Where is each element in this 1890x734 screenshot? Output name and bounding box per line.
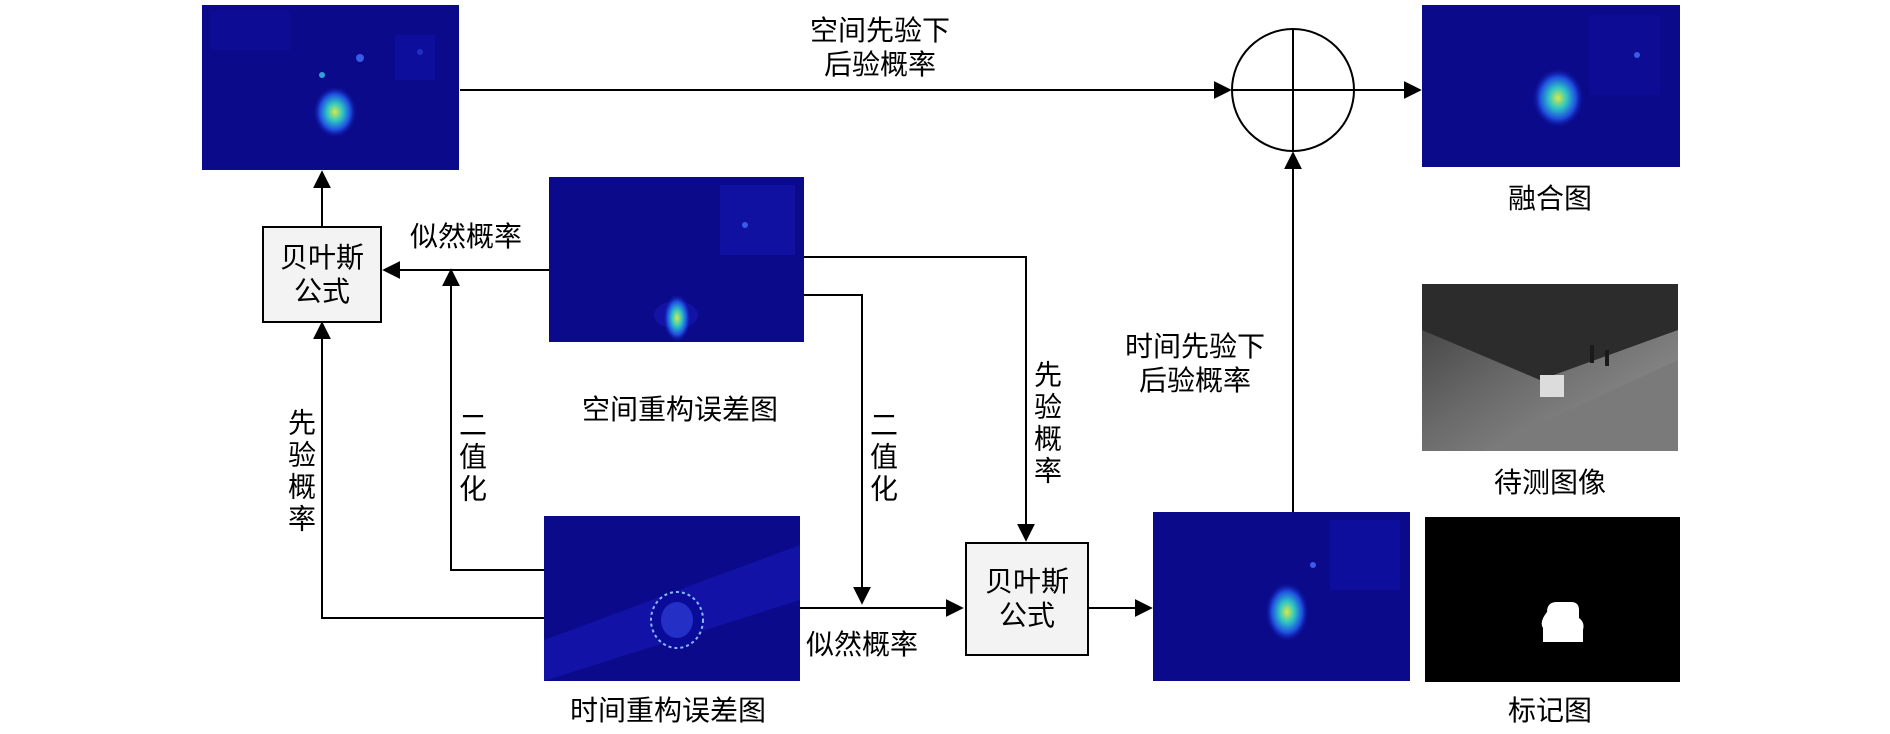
spatial-error-map-label: 空间重构误差图 <box>581 393 778 426</box>
spatial-posterior-label: 空间先验下 后验概率 <box>770 14 990 82</box>
spatial-posterior-label-line1: 空间先验下 <box>809 14 950 47</box>
bayes-formula-right-line2: 公式 <box>998 599 1055 632</box>
temporal-error-map-label: 时间重构误差图 <box>569 694 766 727</box>
bayes-formula-left-line1: 贝叶斯 <box>279 240 364 274</box>
fusion-heatmap <box>1422 5 1680 167</box>
prior-prob-label-right: 先验概率 <box>1030 360 1063 488</box>
spatial-posterior-label-line2: 后验概率 <box>823 48 936 81</box>
connectors <box>313 81 1422 619</box>
label-mask-image <box>1425 517 1680 682</box>
temporal-posterior-label: 时间先验下 后验概率 <box>1110 330 1280 398</box>
fusion-map-label: 融合图 <box>1507 182 1592 215</box>
bayes-formula-left-line2: 公式 <box>293 274 350 308</box>
spatial-posterior-heatmap <box>202 5 459 170</box>
prior-prob-label-left: 先验概率 <box>284 408 317 536</box>
sum-junction <box>1231 28 1355 152</box>
likelihood-label-top: 似然概率 <box>410 220 523 253</box>
spatial-error-heatmap <box>549 177 804 342</box>
binarize-label-left: 二值化 <box>455 410 488 506</box>
bayes-formula-right-line1: 贝叶斯 <box>984 565 1069 598</box>
bayes-formula-box-left: 贝叶斯 公式 <box>262 226 382 323</box>
bayes-formula-box-right: 贝叶斯 公式 <box>965 542 1089 656</box>
temporal-error-heatmap <box>544 516 800 681</box>
test-image-photo <box>1422 284 1678 451</box>
label-map-label: 标记图 <box>1507 694 1592 727</box>
binarize-label-mid: 二值化 <box>866 410 899 506</box>
temporal-posterior-label-line1: 时间先验下 <box>1124 330 1265 363</box>
test-image-label: 待测图像 <box>1493 466 1606 499</box>
temporal-posterior-label-line2: 后验概率 <box>1138 364 1251 397</box>
likelihood-label-bottom: 似然概率 <box>806 628 919 661</box>
temporal-posterior-heatmap <box>1153 512 1410 681</box>
